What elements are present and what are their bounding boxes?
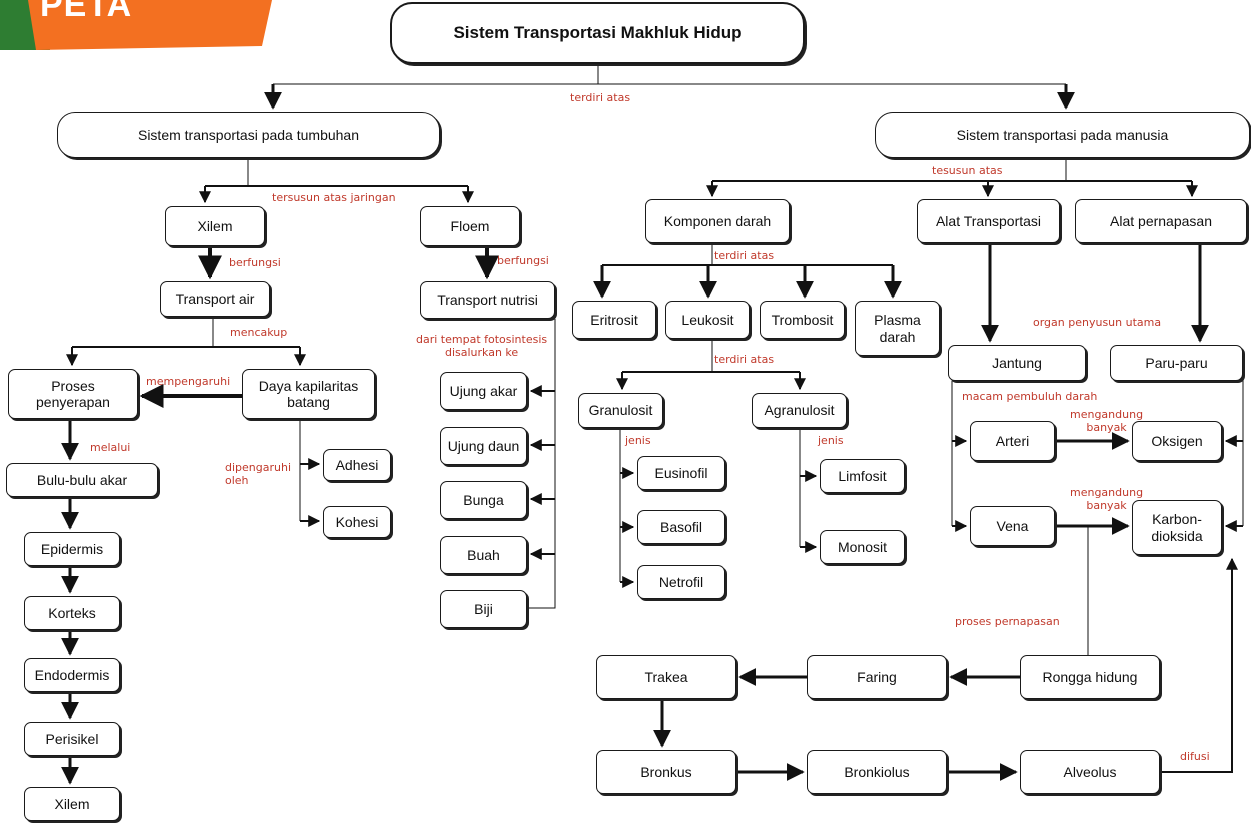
node-bronkus: Bronkus <box>596 750 736 794</box>
node-xilem-bottom: Xilem <box>24 787 120 821</box>
label-tesusun-atas: tesusun atas <box>932 164 1003 177</box>
node-agranulosit: Agranulosit <box>752 393 847 428</box>
node-eritrosit: Eritrosit <box>572 301 656 339</box>
node-epidermis: Epidermis <box>24 532 120 566</box>
node-oksigen: Oksigen <box>1132 421 1222 461</box>
node-leukosit: Leukosit <box>665 301 750 339</box>
label-dipengaruhi-oleh: dipengaruhi oleh <box>225 461 292 488</box>
label-proses-pernapasan: proses pernapasan <box>955 615 1060 628</box>
node-floem: Floem <box>420 206 520 246</box>
node-limfosit: Limfosit <box>820 459 905 493</box>
connector-30 <box>527 319 556 609</box>
label-terdiri-atas-root: terdiri atas <box>570 91 631 104</box>
node-buah: Buah <box>440 536 527 574</box>
label-melalui: melalui <box>90 441 131 454</box>
node-eusinofil: Eusinofil <box>637 456 725 490</box>
node-vena: Vena <box>970 506 1055 546</box>
node-ujung-akar: Ujung akar <box>440 372 527 410</box>
node-alat-pernapasan: Alat pernapasan <box>1075 199 1247 243</box>
label-jenis-agranulosit: jenis <box>818 434 844 447</box>
label-terdiri-atas-darah: terdiri atas <box>714 249 775 262</box>
node-basofil: Basofil <box>637 510 725 544</box>
node-perisikel: Perisikel <box>24 722 120 756</box>
node-rongga-hidung: Rongga hidung <box>1020 655 1160 699</box>
node-monosit: Monosit <box>820 530 905 564</box>
node-root: Sistem Transportasi Makhluk Hidup <box>390 2 805 64</box>
node-netrofil: Netrofil <box>637 565 725 599</box>
node-bulu-akar: Bulu-bulu akar <box>6 463 158 497</box>
node-transport-nutrisi: Transport nutrisi <box>420 281 555 319</box>
node-kohesi: Kohesi <box>323 506 391 538</box>
node-granulosit: Granulosit <box>578 393 663 428</box>
node-alat-transportasi: Alat Transportasi <box>917 199 1060 243</box>
node-paru-paru: Paru-paru <box>1110 345 1243 381</box>
node-adhesi: Adhesi <box>323 449 391 481</box>
label-terdiri-atas-leukosit: terdiri atas <box>714 353 775 366</box>
label-dari-tempat-fotosintesis: dari tempat fotosintesis disalurkan ke <box>416 333 548 360</box>
badge-orange-shape <box>28 0 272 50</box>
node-transport-air: Transport air <box>160 281 270 317</box>
connector-68 <box>1160 557 1238 773</box>
node-faring: Faring <box>807 655 947 699</box>
node-komponen-darah: Komponen darah <box>645 199 790 243</box>
node-plant-system: Sistem transportasi pada tumbuhan <box>57 112 440 158</box>
label-mengandung-arteri: mengandung banyak <box>1070 408 1144 435</box>
node-proses-penyerapan: Proses penyerapan <box>8 369 138 419</box>
label-difusi: difusi <box>1180 750 1210 763</box>
label-mencakup: mencakup <box>230 326 288 339</box>
node-alveolus: Alveolus <box>1020 750 1160 794</box>
node-xilem: Xilem <box>165 206 265 246</box>
label-jenis-granulosit: jenis <box>625 434 651 447</box>
node-bunga: Bunga <box>440 481 527 519</box>
node-daya-kapilaritas: Daya kapilaritas batang <box>242 369 375 419</box>
node-arteri: Arteri <box>970 421 1055 461</box>
node-ujung-daun: Ujung daun <box>440 427 527 465</box>
label-organ-penyusun: organ penyusun utama <box>1033 316 1162 329</box>
label-macam-pembuluh: macam pembuluh darah <box>962 390 1098 403</box>
node-trakea: Trakea <box>596 655 736 699</box>
label-berfungsi-floem: berfungsi <box>497 254 549 267</box>
node-human-system: Sistem transportasi pada manusia <box>875 112 1250 158</box>
node-trombosit: Trombosit <box>760 301 845 339</box>
node-karbondioksida: Karbon- dioksida <box>1132 500 1222 555</box>
label-mengandung-vena: mengandung banyak <box>1070 486 1144 513</box>
node-bronkiolus: Bronkiolus <box>807 750 947 794</box>
node-korteks: Korteks <box>24 596 120 630</box>
node-endodermis: Endodermis <box>24 658 120 692</box>
node-biji: Biji <box>440 590 527 628</box>
label-berfungsi-xilem: berfungsi <box>229 256 281 269</box>
badge-text: PETA <box>40 0 133 24</box>
node-plasma-darah: Plasma darah <box>855 301 940 356</box>
label-mempengaruhi: mempengaruhi <box>146 375 231 388</box>
label-tersusun-jaringan: tersusun atas jaringan <box>272 191 396 204</box>
node-jantung: Jantung <box>948 345 1086 381</box>
